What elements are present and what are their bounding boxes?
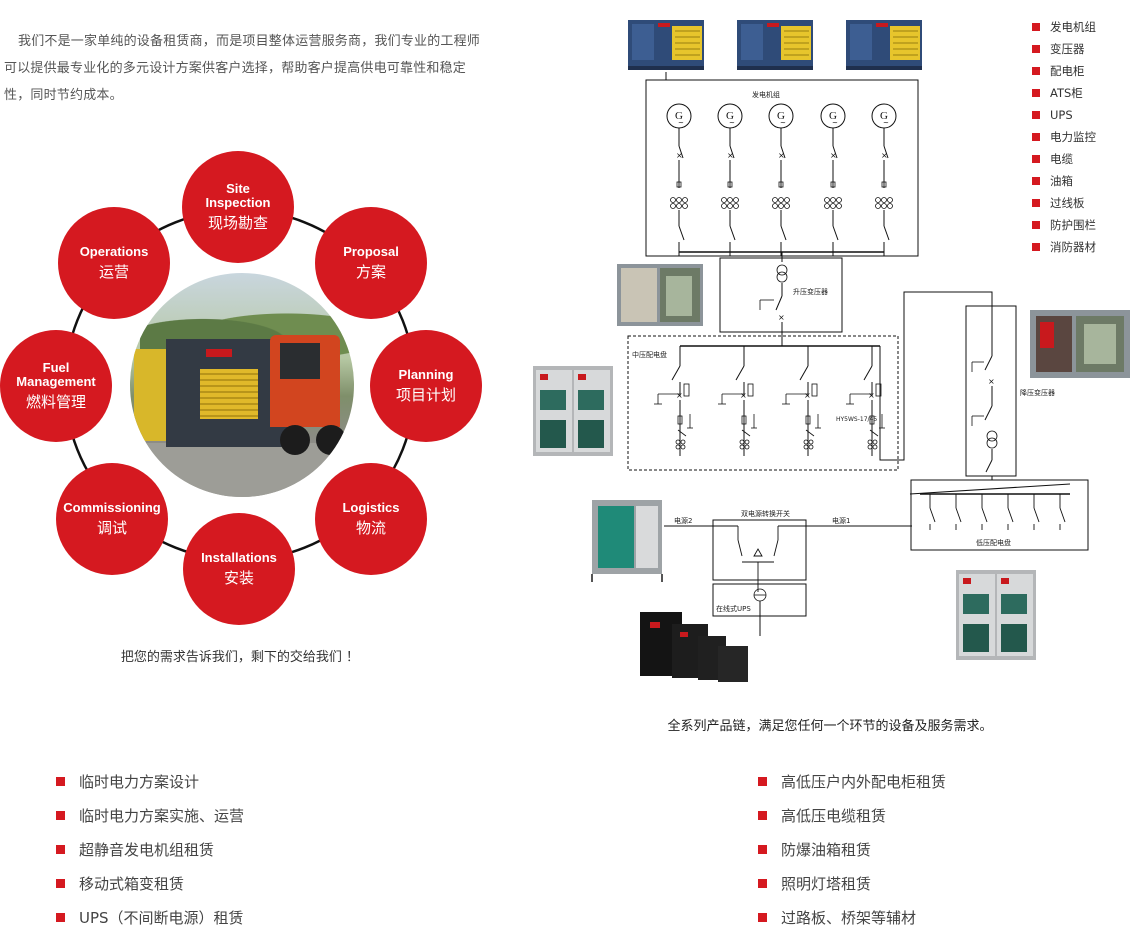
gen-branch-5 bbox=[871, 103, 897, 257]
mv-branch-1 bbox=[653, 345, 694, 457]
svg-text:×: × bbox=[778, 313, 785, 322]
source1-label: 电源1 bbox=[832, 516, 850, 525]
ups-label: 在线式UPS bbox=[716, 604, 751, 613]
mv-switchgear-photo bbox=[533, 366, 613, 456]
legend-item: ATS柜 bbox=[1032, 82, 1096, 104]
step-up-transformer-box bbox=[719, 257, 843, 333]
lv-panel-box bbox=[910, 479, 1089, 551]
node-planning: Planning 项目计划 bbox=[370, 330, 482, 442]
bullet-icon bbox=[758, 878, 767, 888]
service-cycle: Site Inspection 现场勘查 Proposal 方案 Plannin… bbox=[0, 145, 490, 625]
lv-panel-label: 低压配电盘 bbox=[976, 538, 1011, 547]
diagram-caption: 全系列产品链，满足您任何一个环节的设备及服务需求。 bbox=[667, 719, 993, 734]
legend-item: 电缆 bbox=[1032, 148, 1096, 170]
product-legend: 发电机组 变压器 配电柜 ATS柜 UPS 电力监控 电缆 油箱 过线板 防护围… bbox=[1032, 16, 1096, 258]
gen-branch-3 bbox=[768, 103, 794, 257]
bullet-icon bbox=[56, 878, 65, 888]
bullet-icon bbox=[758, 844, 767, 854]
step-down-label: 降压变压器 bbox=[1020, 388, 1055, 397]
mv-branch-2 bbox=[717, 345, 758, 457]
ats-box bbox=[712, 519, 807, 581]
bullet-icon bbox=[56, 844, 65, 854]
gen-branch-1 bbox=[666, 103, 692, 257]
list-item: 防爆油箱租赁 bbox=[758, 832, 946, 866]
ups-photo bbox=[640, 612, 748, 682]
legend-item: 防护围栏 bbox=[1032, 214, 1096, 236]
legend-item: 变压器 bbox=[1032, 38, 1096, 60]
mv-panel-box bbox=[627, 335, 899, 471]
node-operations: Operations 运营 bbox=[58, 207, 170, 319]
genset-forklift-photo bbox=[130, 273, 354, 497]
lv-switchgear-photo bbox=[956, 570, 1036, 660]
source2-label: 电源2 bbox=[674, 516, 692, 525]
list-item: 临时电力方案实施、运营 bbox=[56, 798, 244, 832]
list-item: 照明灯塔租赁 bbox=[758, 866, 946, 900]
genset-image-1 bbox=[627, 19, 705, 71]
legend-bullet-icon bbox=[1032, 155, 1040, 163]
legend-bullet-icon bbox=[1032, 23, 1040, 31]
legend-bullet-icon bbox=[1032, 199, 1040, 207]
legend-bullet-icon bbox=[1032, 221, 1040, 229]
legend-bullet-icon bbox=[1032, 133, 1040, 141]
step-down-transformer-photo bbox=[1030, 310, 1130, 378]
list-item: 移动式箱变租赁 bbox=[56, 866, 244, 900]
gen-branch-4 bbox=[820, 103, 846, 257]
legend-bullet-icon bbox=[1032, 243, 1040, 251]
list-item: 超静音发电机组租赁 bbox=[56, 832, 244, 866]
legend-item: UPS bbox=[1032, 104, 1096, 126]
bullet-icon bbox=[758, 912, 767, 922]
bullet-icon bbox=[56, 810, 65, 820]
legend-bullet-icon bbox=[1032, 45, 1040, 53]
services-list-right: 高低压户内外配电柜租赁 高低压电缆租赁 防爆油箱租赁 照明灯塔租赁 过路板、桥架… bbox=[758, 764, 946, 934]
legend-item: 配电柜 bbox=[1032, 60, 1096, 82]
bullet-icon bbox=[758, 810, 767, 820]
legend-item: 电力监控 bbox=[1032, 126, 1096, 148]
gen-branch-2 bbox=[717, 103, 743, 257]
bullet-icon bbox=[56, 912, 65, 922]
node-commissioning: Commissioning 调试 bbox=[56, 463, 168, 575]
legend-item: 过线板 bbox=[1032, 192, 1096, 214]
list-item: 高低压户内外配电柜租赁 bbox=[758, 764, 946, 798]
legend-bullet-icon bbox=[1032, 177, 1040, 185]
legend-item: 消防器材 bbox=[1032, 236, 1096, 258]
mv-branch-4 bbox=[845, 345, 886, 457]
step-up-transformer-photo bbox=[617, 264, 703, 326]
genset-image-2 bbox=[736, 19, 814, 71]
legend-item: 油箱 bbox=[1032, 170, 1096, 192]
tagline: 把您的需求告诉我们，剩下的交给我们 ！ bbox=[120, 650, 360, 665]
step-up-label: 升压变压器 bbox=[793, 287, 828, 296]
bullet-icon bbox=[56, 776, 65, 786]
ats-cabinet-photo bbox=[591, 500, 663, 582]
services-list-left: 临时电力方案设计 临时电力方案实施、运营 超静音发电机组租赁 移动式箱变租赁 U… bbox=[56, 764, 244, 934]
list-item: 高低压电缆租赁 bbox=[758, 798, 946, 832]
svg-text:×: × bbox=[988, 377, 995, 386]
genset-image-3 bbox=[845, 19, 923, 71]
legend-bullet-icon bbox=[1032, 111, 1040, 119]
legend-bullet-icon bbox=[1032, 89, 1040, 97]
list-item: 过路板、桥架等辅材 bbox=[758, 900, 946, 934]
node-logistics: Logistics 物流 bbox=[315, 463, 427, 575]
list-item: 临时电力方案设计 bbox=[56, 764, 244, 798]
power-system-diagram: G ~ × × bbox=[533, 19, 1130, 682]
node-installations: Installations 安装 bbox=[183, 513, 295, 625]
mv-branch-3 bbox=[781, 345, 822, 457]
node-fuel-management: Fuel Management 燃料管理 bbox=[0, 330, 112, 442]
node-proposal: Proposal 方案 bbox=[315, 207, 427, 319]
mv-panel-label: 中压配电盘 bbox=[632, 350, 667, 359]
ats-label: 双电源转换开关 bbox=[741, 509, 790, 518]
arrester-label: HY5WS-17/45 bbox=[836, 416, 877, 423]
step-down-transformer-box bbox=[965, 305, 1017, 477]
list-item: UPS（不间断电源）租赁 bbox=[56, 900, 244, 934]
legend-item: 发电机组 bbox=[1032, 16, 1096, 38]
legend-bullet-icon bbox=[1032, 67, 1040, 75]
bullet-icon bbox=[758, 776, 767, 786]
intro-paragraph: 我们不是一家单纯的设备租赁商，而是项目整体运营服务商，我们专业的工程师可以提供最… bbox=[4, 34, 481, 103]
node-site-inspection: Site Inspection 现场勘查 bbox=[182, 151, 294, 263]
genset-group-label: 发电机组 bbox=[752, 90, 780, 99]
